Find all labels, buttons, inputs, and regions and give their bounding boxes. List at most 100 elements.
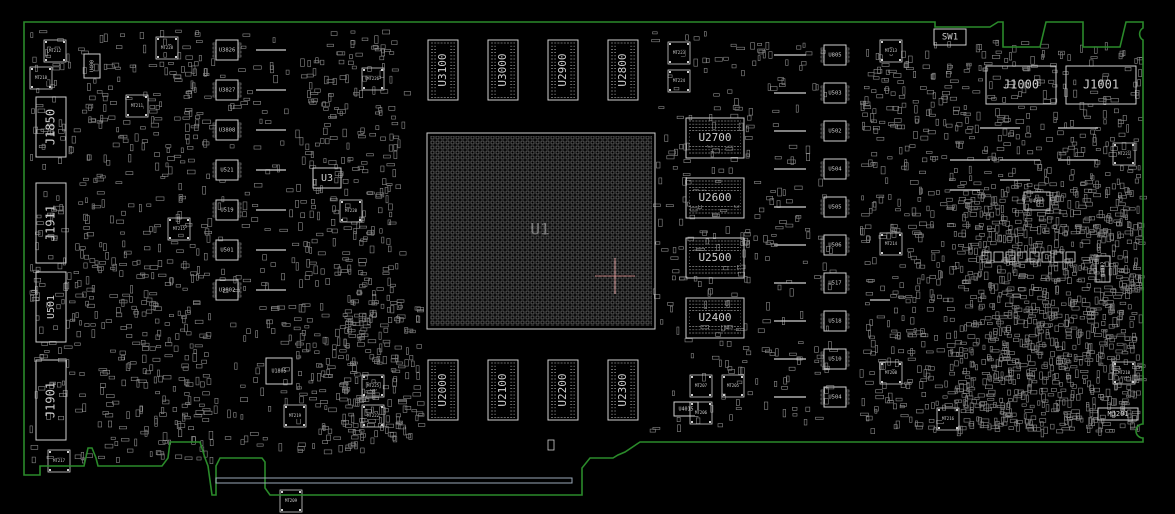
vrm-r-outline bbox=[823, 386, 847, 408]
smd-pad bbox=[46, 412, 51, 420]
smd-pad bbox=[158, 375, 163, 383]
vrm-u506-r5: U506 bbox=[774, 234, 850, 256]
smd-pad bbox=[1031, 371, 1035, 378]
smd-pad bbox=[360, 271, 367, 276]
smd-pad bbox=[343, 381, 348, 391]
smd-pad bbox=[150, 122, 159, 128]
memory-chip-u2400: U2400 bbox=[685, 297, 745, 339]
smd-pad bbox=[1080, 370, 1089, 373]
smd-pad bbox=[860, 102, 865, 111]
smd-pad bbox=[1027, 427, 1034, 432]
smd-pad bbox=[1037, 333, 1042, 342]
smd-pad bbox=[983, 62, 993, 66]
smd-pad bbox=[207, 218, 213, 227]
smd-pad bbox=[771, 234, 777, 237]
test-point-label: MT219 bbox=[289, 413, 302, 418]
vrm-r-label: U506 bbox=[828, 243, 841, 249]
smd-pad bbox=[342, 257, 349, 261]
smd-pad bbox=[1133, 138, 1139, 142]
smd-pad bbox=[187, 146, 194, 150]
smd-pad bbox=[328, 160, 337, 165]
smd-pad bbox=[968, 165, 972, 174]
smd-pad bbox=[1113, 368, 1122, 372]
smd-pad bbox=[1129, 281, 1135, 286]
smd-pad bbox=[379, 343, 383, 353]
smd-pad bbox=[296, 340, 302, 348]
smd-pad bbox=[358, 258, 367, 263]
smd-pad bbox=[772, 123, 780, 127]
smd-pad bbox=[765, 41, 770, 50]
smd-pad bbox=[230, 322, 237, 328]
smd-pad bbox=[180, 263, 190, 268]
smd-pad bbox=[1132, 332, 1136, 338]
smd-pad bbox=[1048, 272, 1052, 280]
smd-pad bbox=[994, 283, 999, 291]
smd-pad bbox=[160, 30, 165, 37]
smd-pad bbox=[1115, 266, 1118, 275]
smd-pad bbox=[389, 287, 394, 294]
smd-pad bbox=[46, 79, 51, 87]
smd-pad bbox=[971, 361, 975, 368]
smd-pad bbox=[242, 33, 251, 37]
cap-pad bbox=[1041, 251, 1052, 263]
smd-pad bbox=[932, 156, 936, 162]
smd-pad bbox=[55, 292, 64, 297]
smd-pad bbox=[979, 405, 984, 411]
smd-pad bbox=[395, 263, 399, 270]
smd-pad bbox=[989, 211, 994, 218]
smd-pad bbox=[332, 349, 337, 359]
smd-pad bbox=[968, 422, 974, 427]
smd-pad bbox=[1060, 388, 1067, 392]
smd-pad bbox=[1043, 361, 1048, 367]
smd-pad bbox=[1012, 293, 1021, 298]
smd-pad bbox=[185, 223, 193, 227]
smd-pad bbox=[88, 118, 96, 123]
smd-pad bbox=[182, 366, 189, 371]
smd-pad bbox=[194, 319, 204, 324]
smd-pad bbox=[196, 248, 200, 256]
smd-pad bbox=[199, 333, 208, 338]
smd-pad bbox=[1138, 274, 1141, 283]
test-point-mt219: MT219 bbox=[283, 404, 307, 428]
smd-pad bbox=[1102, 73, 1110, 77]
smd-pad bbox=[1105, 141, 1109, 147]
smd-pad bbox=[1086, 401, 1090, 408]
smd-pad bbox=[1081, 302, 1091, 307]
smd-pad bbox=[934, 334, 939, 341]
smd-pad bbox=[99, 34, 104, 43]
smd-pad bbox=[200, 381, 205, 388]
vrm-r-label: U504 bbox=[828, 395, 842, 401]
smd-pad bbox=[1133, 375, 1139, 380]
smd-pad bbox=[1105, 300, 1114, 305]
memory-chip-u2800-outline bbox=[607, 39, 639, 101]
smd-pad bbox=[744, 275, 748, 283]
vrm-u519-l4: U519 bbox=[212, 199, 286, 221]
smd-pad bbox=[61, 228, 69, 233]
smd-pad bbox=[1005, 413, 1013, 417]
smd-pad bbox=[204, 228, 210, 236]
smd-pad bbox=[164, 67, 168, 76]
smd-pad bbox=[356, 291, 363, 295]
smd-pad bbox=[745, 229, 751, 234]
smd-pad bbox=[388, 265, 394, 270]
smd-pad bbox=[861, 195, 864, 201]
smd-pad bbox=[1014, 210, 1023, 214]
smd-pad bbox=[1116, 333, 1126, 337]
vrm-u504-r3: U504 bbox=[774, 158, 850, 180]
smd-pad bbox=[328, 407, 337, 413]
smd-pad bbox=[774, 380, 778, 387]
smd-pad bbox=[750, 42, 755, 50]
smd-pad bbox=[299, 396, 304, 404]
smd-pad bbox=[658, 218, 663, 227]
memory-chip-u3100-label: U3100 bbox=[436, 53, 449, 86]
smd-pad bbox=[1081, 256, 1090, 261]
smd-pad bbox=[990, 364, 998, 369]
smd-pad bbox=[742, 360, 748, 364]
smd-pad bbox=[1089, 216, 1096, 221]
smd-pad bbox=[386, 294, 390, 301]
smd-pad bbox=[979, 210, 983, 218]
smd-pad bbox=[943, 316, 948, 322]
smd-pad bbox=[345, 444, 353, 449]
smd-pad bbox=[322, 440, 328, 445]
smd-pad bbox=[736, 399, 740, 406]
